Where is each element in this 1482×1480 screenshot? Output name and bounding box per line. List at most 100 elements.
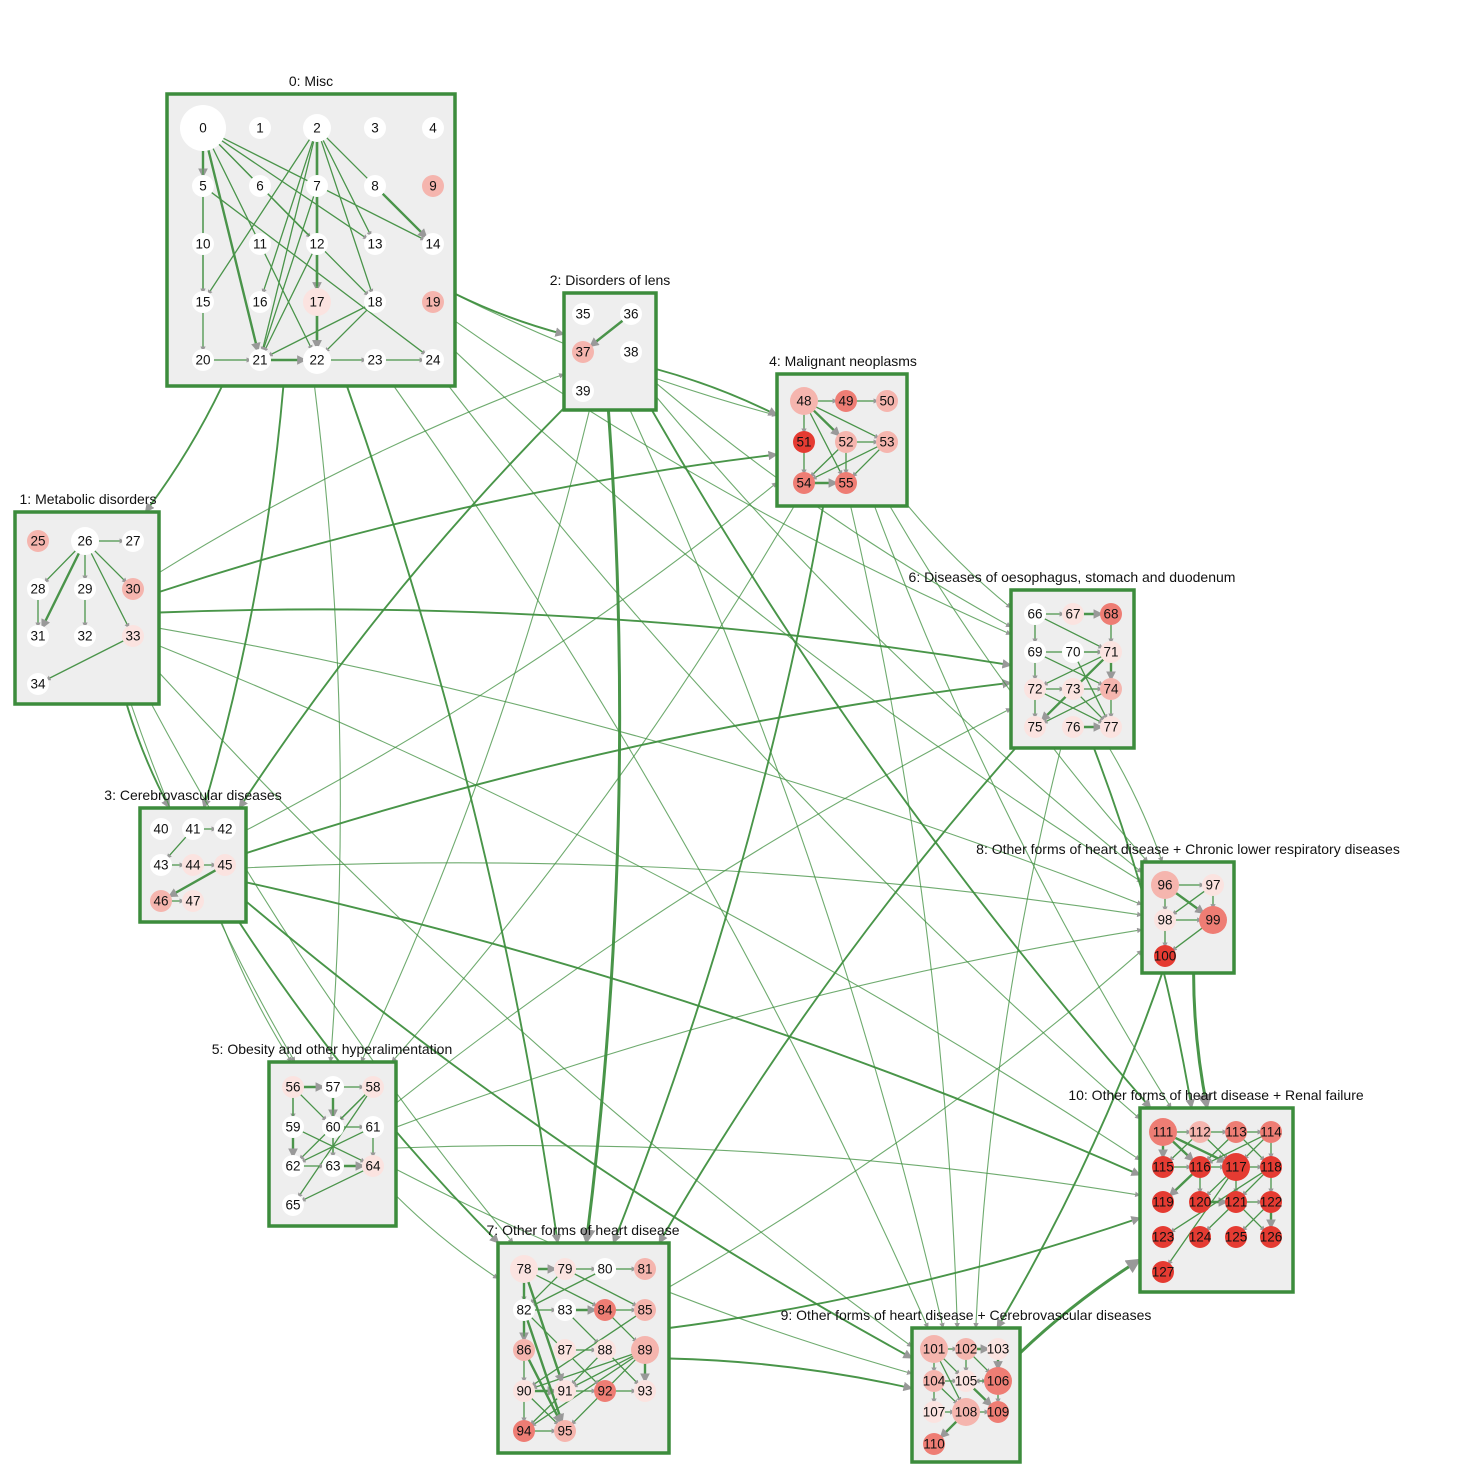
node-28-circle [27,578,49,600]
node-75-circle [1024,716,1046,738]
node-87-circle [554,1339,576,1361]
node-105: 105 [955,1370,977,1392]
inter-edge-2-6 [655,382,1012,628]
edge-101-105 [941,1356,961,1376]
inter-edge-3-8 [245,862,1143,918]
inter-edge-8-10 [1192,971,1212,1110]
node-66: 66 [1024,603,1046,625]
edge-99-100 [1171,926,1205,952]
node-76-label: 76 [1065,720,1080,735]
edge-74-75 [1042,692,1104,724]
edge-2-18 [319,137,374,295]
edge-8-14 [380,190,428,240]
edge-79-85 [572,1272,638,1307]
node-109-circle [987,1401,1009,1423]
node-107-circle [923,1401,945,1423]
node-103-label: 103 [987,1342,1010,1357]
node-9: 9 [422,175,444,197]
node-22: 22 [303,346,331,374]
edge-82-95 [525,1317,564,1424]
node-113: 113 [1225,1121,1247,1143]
node-90-label: 90 [516,1384,531,1399]
node-105-circle [955,1370,977,1392]
node-125-circle [1225,1226,1247,1248]
node-81: 81 [634,1258,656,1280]
edge-2-16 [261,137,315,295]
node-100: 100 [1154,945,1176,967]
node-98: 98 [1154,909,1176,931]
node-17-label: 17 [309,295,324,310]
inter-edge-9-10 [1018,1258,1142,1355]
node-52-label: 52 [838,435,853,450]
node-46-label: 46 [153,894,168,909]
node-53-label: 53 [879,435,894,450]
inter-edge-2-9 [629,409,945,1329]
node-45: 45 [214,854,236,876]
node-67: 67 [1062,603,1084,625]
inter-edge-0-7 [345,385,562,1244]
node-17: 17 [303,288,331,316]
node-31-circle [27,625,49,647]
node-82-circle [513,1299,535,1321]
node-74-label: 74 [1103,682,1119,697]
node-84-circle [594,1299,616,1321]
node-88-label: 88 [597,1343,612,1358]
edge-105-109 [971,1385,993,1408]
node-24-circle [422,349,444,371]
edge-64-65 [300,1169,366,1202]
node-16-circle [249,291,271,313]
inter-edge-1-9 [158,671,913,1348]
edge-56-60 [298,1092,328,1122]
node-106-circle [984,1367,1012,1395]
node-12-label: 12 [309,237,324,252]
node-60-circle [322,1116,344,1138]
inter-edge-0-9 [393,385,929,1329]
inter-edge-2-4 [655,368,778,417]
node-109-label: 109 [987,1405,1010,1420]
inter-edge-1-10 [158,645,1141,1161]
node-118-label: 118 [1260,1160,1282,1175]
edge-52-54 [809,447,841,478]
node-1: 1 [249,117,271,139]
edge-48-55 [808,410,843,476]
node-49-circle [835,390,857,412]
node-6-label: 6 [256,179,264,194]
inter-edge-6-7 [658,747,1017,1244]
node-6-circle [249,175,271,197]
node-82-label: 82 [516,1303,531,1318]
node-45-label: 45 [217,858,232,873]
node-83-circle [554,1299,576,1321]
inter-edge-5-10 [395,1144,1141,1198]
node-107-label: 107 [923,1405,946,1420]
node-22-circle [303,346,331,374]
node-83: 83 [554,1299,576,1321]
node-18-circle [364,291,386,313]
node-113-circle [1225,1121,1247,1143]
edge-83-88 [570,1315,600,1345]
edge-78-84 [533,1273,598,1307]
node-113-label: 113 [1225,1125,1247,1140]
node-115: 115 [1152,1156,1174,1178]
inter-edge-8-9 [996,972,1164,1329]
node-20-circle [192,349,214,371]
cluster-title-3: 3: Cerebrovascular diseases [104,787,281,803]
node-86-label: 86 [516,1343,531,1358]
node-111-circle [1149,1118,1177,1146]
inter-edge-3-9 [245,900,913,1359]
node-34-circle [27,673,49,695]
node-55-circle [835,472,857,494]
node-17-circle [303,288,331,316]
node-72-label: 72 [1027,682,1042,697]
node-67-circle [1062,603,1084,625]
node-10-circle [192,233,214,255]
node-79-circle [554,1258,576,1280]
node-114: 114 [1260,1121,1282,1143]
node-35-circle [572,303,594,325]
edge-121-124 [1205,1207,1231,1232]
node-112-circle [1189,1121,1211,1143]
node-41-circle [182,818,204,840]
node-40: 40 [150,818,172,840]
node-64: 64 [362,1155,384,1177]
